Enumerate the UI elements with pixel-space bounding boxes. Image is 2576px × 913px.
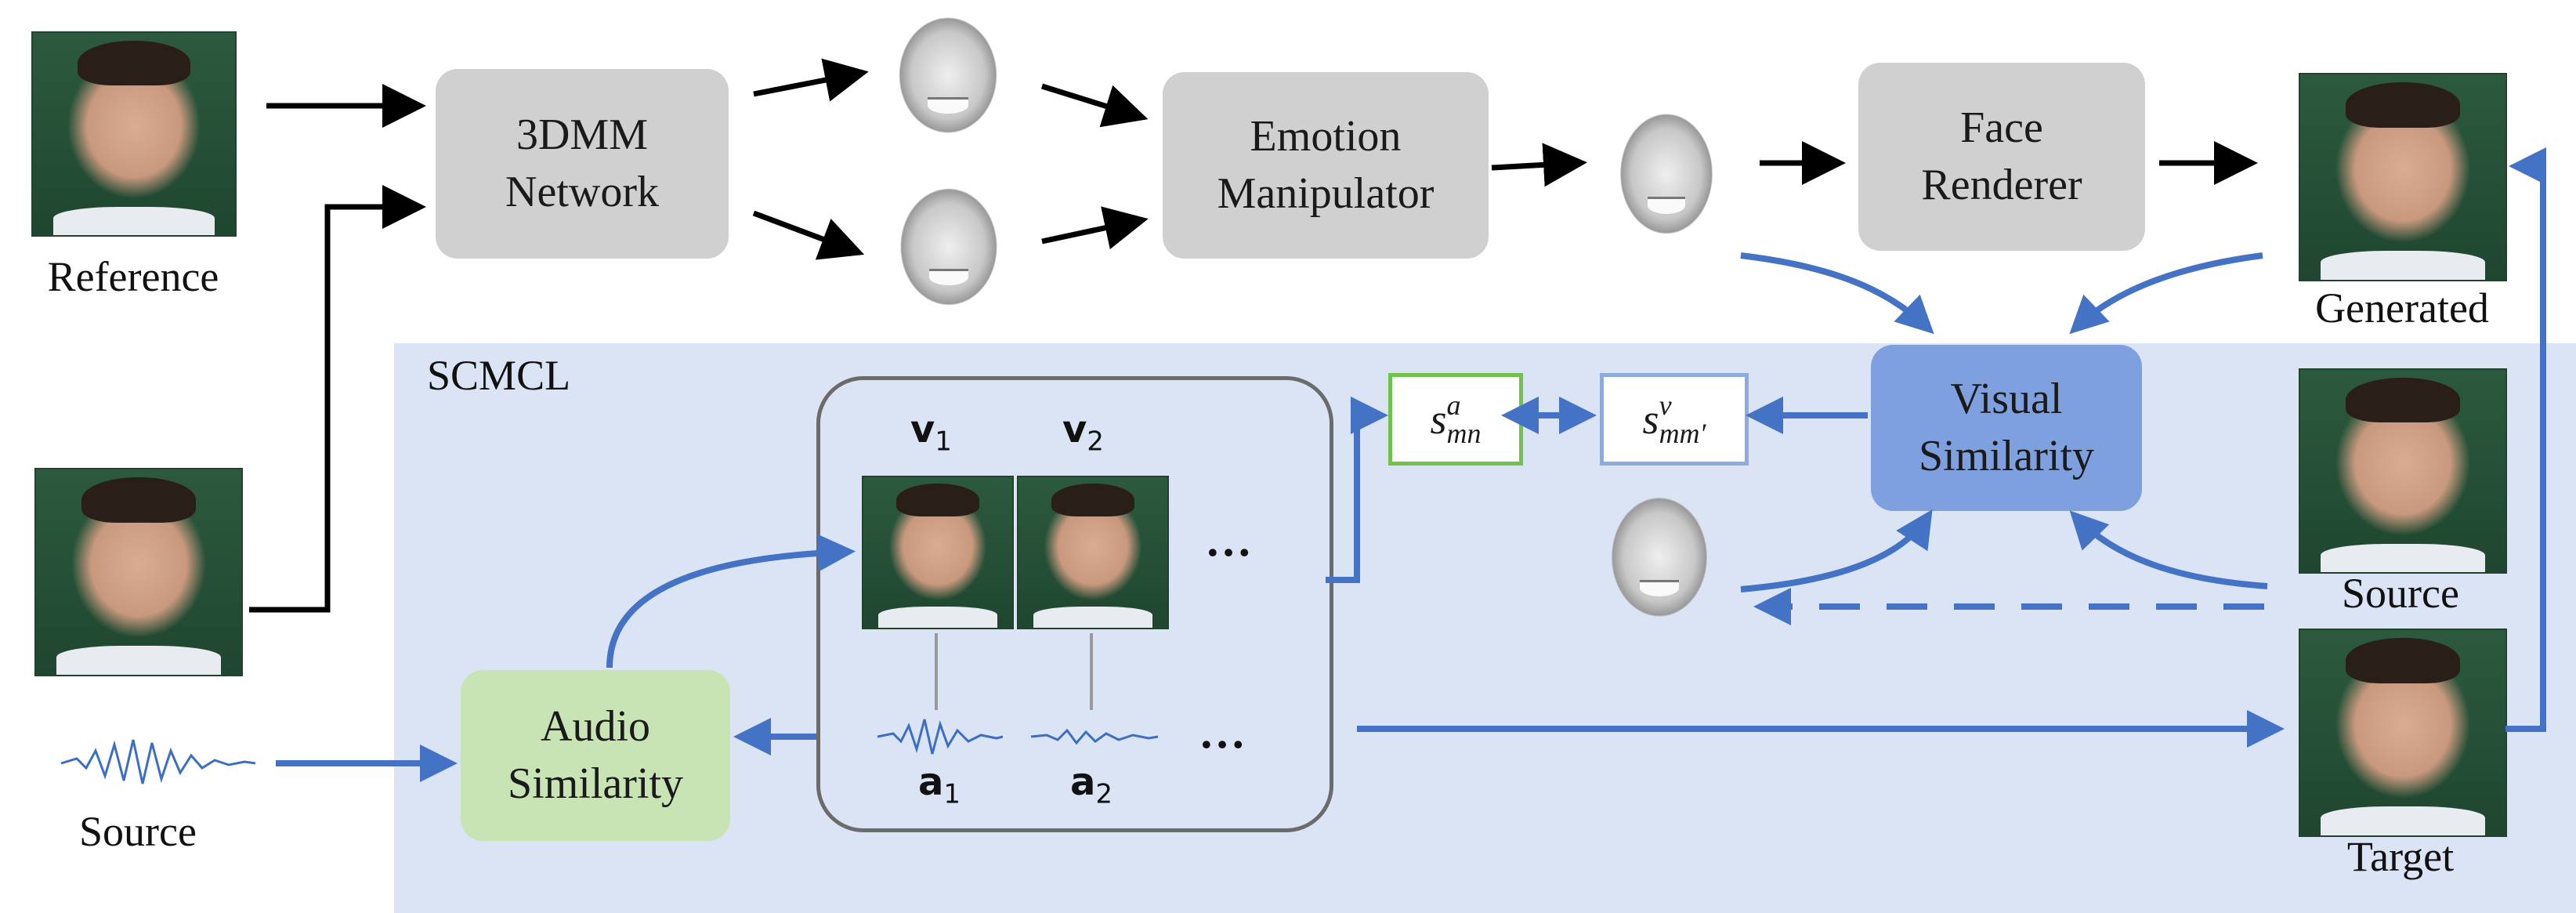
reference-caption: Reference	[47, 253, 219, 300]
sample-a2-waveform-icon	[1030, 728, 1159, 745]
emotion-manipulator-node: Emotion Manipulator	[1163, 72, 1489, 259]
mesh-face-edited	[1598, 96, 1735, 259]
generated-to-visual-similarity-arrow	[2069, 252, 2263, 335]
mesh-face-bottom	[877, 171, 1020, 329]
a1-label: a1	[918, 760, 961, 810]
source-left-caption: Source	[79, 808, 197, 855]
scmcl-label: SCMCL	[427, 352, 571, 399]
emotion-to-mesh-edited-arrow	[1491, 143, 1587, 187]
source-waveform-icon	[60, 739, 256, 784]
network-node: 3DMM Network	[436, 69, 729, 259]
source-right-to-visual-similarity-arrow	[2069, 510, 2268, 589]
source-to-network-arrow	[249, 185, 426, 613]
face-renderer-node: Face Renderer	[1858, 63, 2145, 251]
sample-v1-photo	[862, 476, 1014, 629]
mesh-top-to-emotion-arrow	[1040, 83, 1149, 128]
visual-similarity-node: Visual Similarity	[1871, 345, 2142, 511]
network-to-mesh-top-arrow	[753, 58, 869, 102]
samples-container	[816, 376, 1333, 832]
visual-samples-ellipsis: …	[1205, 514, 1257, 566]
generated-caption: Generated	[2315, 284, 2489, 332]
target-caption: Target	[2346, 833, 2455, 880]
mesh-face-top	[876, 0, 1020, 157]
source-left-photo	[34, 468, 243, 676]
mesh-source-to-visual-similarity-arrow	[1740, 509, 1933, 592]
audio-samples-ellipsis: …	[1199, 706, 1250, 758]
generated-photo	[2299, 73, 2507, 281]
sample-v2-photo	[1017, 476, 1169, 629]
v2-label: v2	[1062, 408, 1104, 458]
target-to-generated-arrow	[2505, 147, 2546, 732]
source-right-caption: Source	[2342, 570, 2459, 617]
source-right-photo	[2299, 368, 2507, 574]
mesh-edited-to-visual-similarity-arrow	[1740, 252, 1934, 335]
audio-similarity-to-samples-arrow	[606, 534, 856, 668]
mesh-bottom-to-emotion-arrow	[1041, 206, 1149, 250]
reference-photo	[31, 31, 237, 237]
v1-label: v1	[910, 408, 952, 458]
network-to-mesh-bottom-arrow	[752, 210, 865, 260]
samples-to-audio-score-arrow	[1326, 397, 1388, 583]
target-photo	[2299, 629, 2507, 837]
mesh-face-source	[1589, 480, 1730, 641]
audio-similarity-node: Audio Similarity	[461, 670, 730, 841]
sample-a1-waveform-icon	[877, 719, 1004, 755]
a2-label: a2	[1070, 760, 1113, 810]
